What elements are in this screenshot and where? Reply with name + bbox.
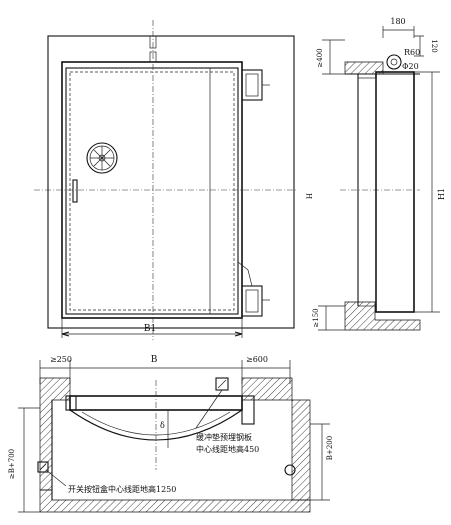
buffer-plate-icon bbox=[284, 464, 296, 476]
wall-right-side bbox=[291, 399, 311, 501]
side-dim-height: H1 bbox=[437, 188, 446, 200]
dim-upper-400 bbox=[322, 39, 345, 75]
plan-door-swing-inner bbox=[81, 411, 231, 436]
side-dim-lower: ≥150 bbox=[312, 308, 320, 327]
wall-opening-frame bbox=[47, 35, 295, 329]
plan-dim-width: B bbox=[151, 355, 158, 365]
switch-leader bbox=[45, 469, 67, 487]
hanging-eye-icon bbox=[386, 54, 402, 70]
dim-top-180 bbox=[382, 26, 415, 38]
upper-hinge-icon bbox=[241, 69, 270, 101]
side-elevation: 180 120 R60 Φ20 ≥400 H1 ≥150 bbox=[312, 17, 446, 331]
dim-depth-left bbox=[18, 407, 40, 513]
side-dim-upper: ≥400 bbox=[316, 48, 324, 67]
lower-right-hinge-arm bbox=[237, 261, 253, 287]
front-width-label: B1 bbox=[144, 324, 156, 334]
buffer-leader bbox=[195, 389, 223, 429]
lower-hinge-icon bbox=[241, 285, 270, 317]
top-hook-icon bbox=[149, 35, 157, 63]
plan-hinge-block bbox=[241, 395, 255, 425]
side-dim-radius: R60 bbox=[404, 48, 420, 57]
dim-depth-right bbox=[310, 423, 330, 501]
front-height-label: H bbox=[306, 193, 314, 199]
side-wall-lower-hatch bbox=[344, 301, 421, 331]
side-dim-side: 120 bbox=[430, 39, 438, 52]
note-buffer-line2: 中心线距地高450 bbox=[196, 444, 259, 454]
door-handle-icon bbox=[72, 179, 78, 203]
side-dim-top: 180 bbox=[390, 17, 405, 26]
front-elevation: B1 H bbox=[34, 20, 314, 340]
side-door-body bbox=[375, 71, 415, 313]
side-wall-upper-hatch bbox=[344, 61, 384, 75]
dim-width-arrows bbox=[61, 331, 243, 337]
side-dim-hole: Φ20 bbox=[402, 62, 419, 71]
door-leaf bbox=[65, 67, 239, 315]
plan-left-jamb bbox=[65, 395, 77, 411]
wall-right-upper bbox=[241, 377, 293, 401]
dim-side-120 bbox=[414, 35, 424, 57]
plan-dim-depth-right: B+200 bbox=[326, 436, 334, 460]
plan-dim-delta: δ bbox=[160, 421, 165, 430]
plan-dim-left: ≥250 bbox=[50, 355, 72, 364]
door-leaf-inner bbox=[69, 71, 235, 311]
plan-dim-depth-left: ≥B+700 bbox=[8, 449, 16, 479]
dim-width-front bbox=[61, 318, 243, 338]
buffer-pad-icon bbox=[215, 377, 229, 391]
dim-height-h1 bbox=[414, 71, 440, 313]
wall-left-upper bbox=[39, 377, 71, 491]
dim-top-line bbox=[39, 360, 291, 384]
plan-view: ≥250 B ≥600 δ ≥B+700 B+200 bbox=[8, 355, 334, 513]
hanging-eye-hole-icon bbox=[390, 58, 398, 66]
side-door-panel bbox=[357, 77, 377, 307]
plan-dim-right: ≥600 bbox=[246, 355, 268, 364]
handwheel-icon bbox=[86, 142, 118, 174]
switch-box-icon bbox=[37, 461, 49, 473]
dim-lower-150 bbox=[318, 305, 345, 331]
note-switch: 开关按钮盒中心线距地高1250 bbox=[68, 484, 176, 494]
note-buffer-line1: 缓冲垫预埋钢板 bbox=[196, 432, 252, 442]
